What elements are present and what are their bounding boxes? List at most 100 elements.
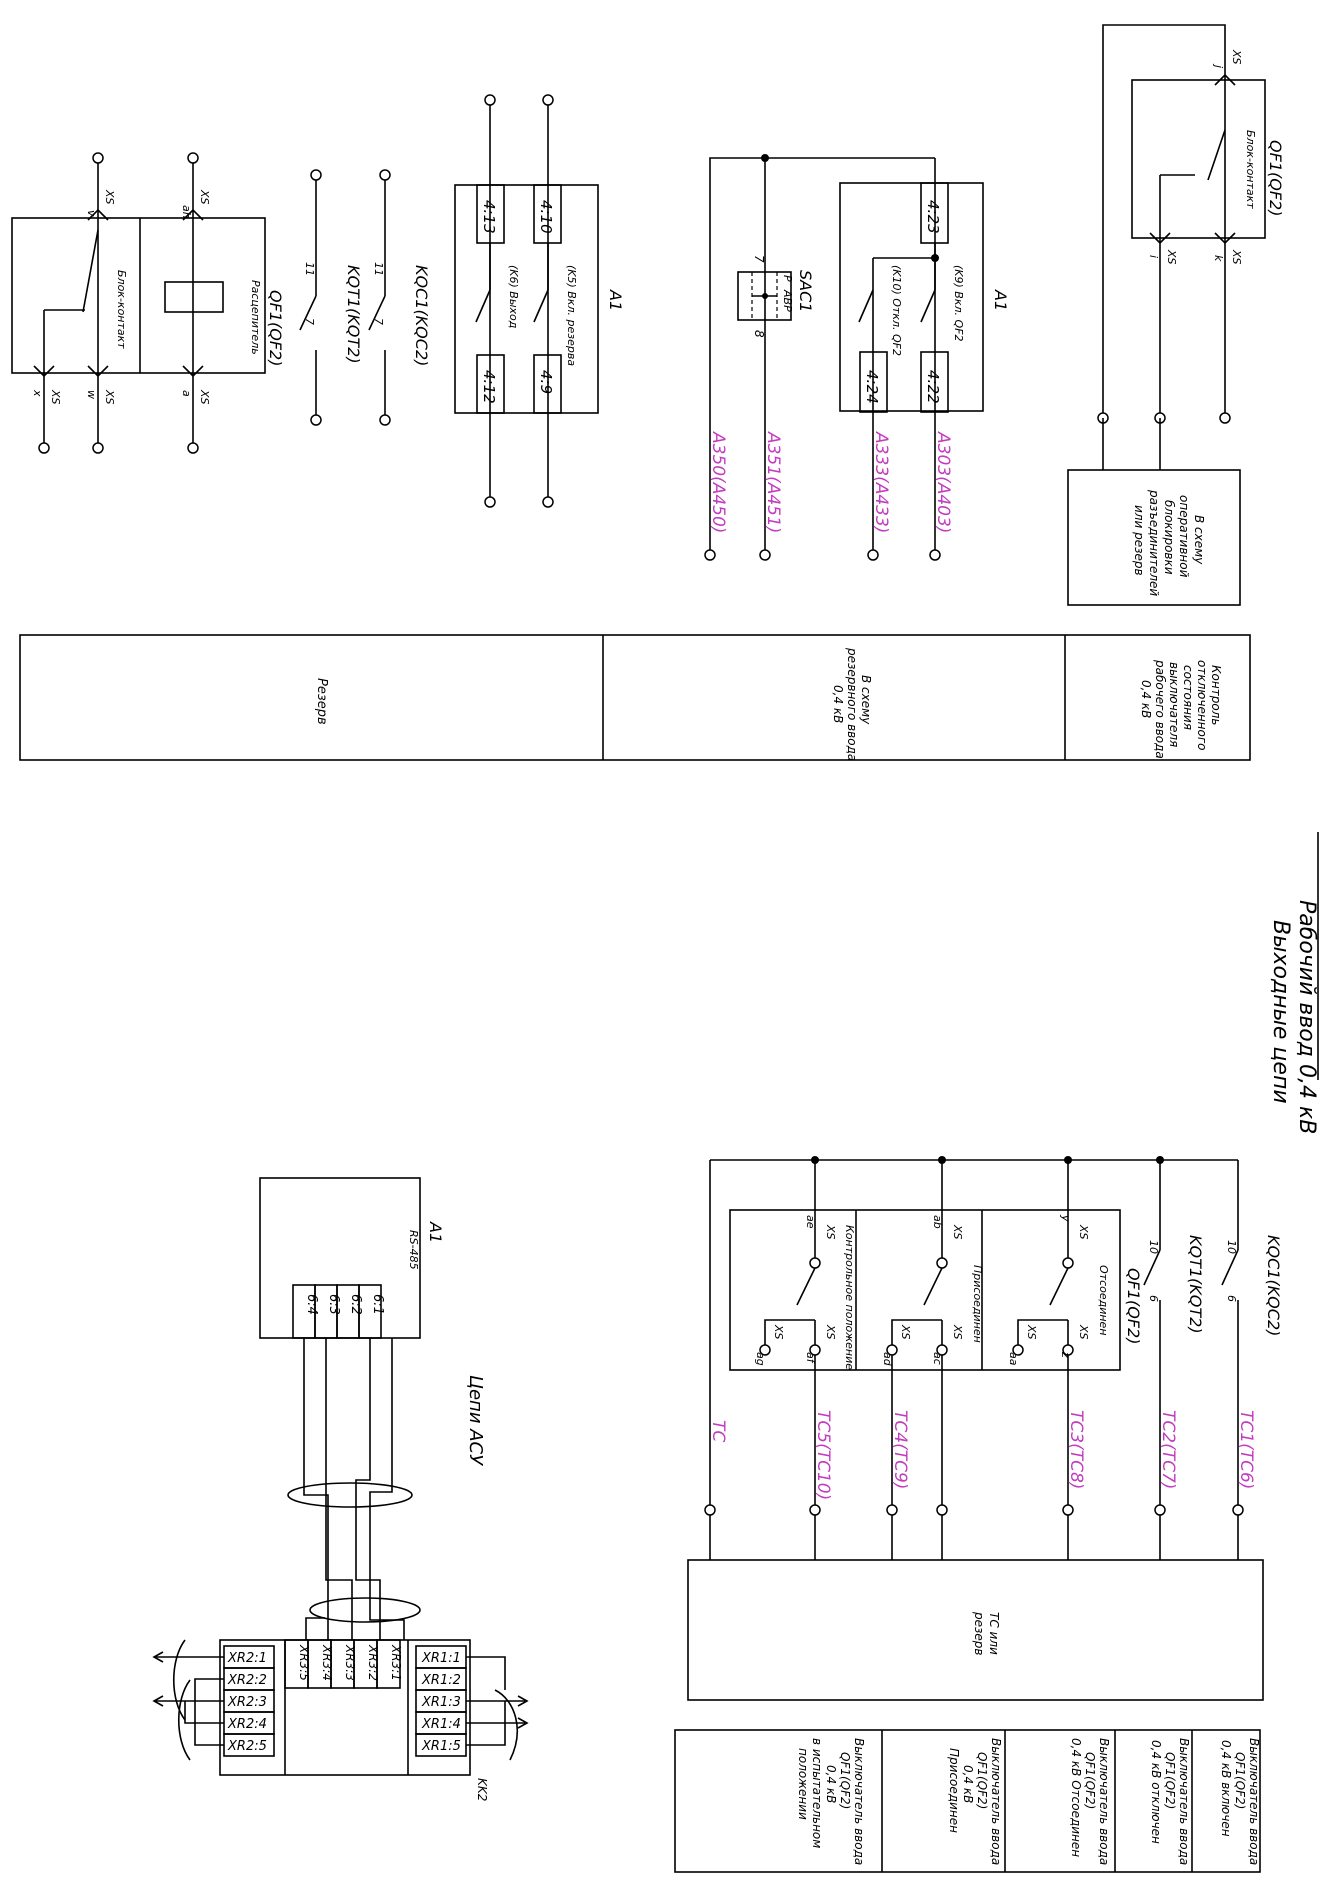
terminal-xr1: XR1:3 bbox=[421, 1695, 461, 1710]
sac1-pin-8: 8 bbox=[752, 330, 766, 338]
qf1-breaker-block: QF1(QF2) Расцепитель Блок-контакт XS v X… bbox=[11, 152, 285, 454]
terminal-xr3: XR3:4 bbox=[320, 1644, 334, 1681]
kqt-lower-pin-6: 6 bbox=[1147, 1295, 1160, 1302]
pin-i: i bbox=[1147, 255, 1160, 258]
terminal-xr2: XR2:3 bbox=[227, 1695, 267, 1710]
table-cell-text: выключателя bbox=[1167, 662, 1181, 747]
pin-xs: XS bbox=[951, 1324, 964, 1340]
note-line: блокировки bbox=[1162, 500, 1176, 575]
table-cell-text: Выключатель ввода bbox=[1097, 1738, 1111, 1865]
asu-circuit: Цепи АСУ A1 RS-485 6:1 6:2 6:3 6:4 XR3:1… bbox=[152, 1177, 529, 1801]
sheet-subtitle: Выходные цепи bbox=[1268, 920, 1293, 1104]
terminal-xr3: XR3:3 bbox=[343, 1644, 357, 1681]
purpose-table-top: Контроль отключенного состояния выключат… bbox=[19, 634, 1251, 761]
table-cell-text: 0,4 кВ bbox=[824, 1765, 838, 1803]
pin-y: y bbox=[1059, 1214, 1072, 1222]
table-cell-text: 0,4 кВ bbox=[831, 685, 845, 723]
terminal-xr3: XR3:1 bbox=[389, 1644, 403, 1681]
qf1-right-label: QF1(QF2) bbox=[1266, 140, 1285, 216]
a1-controller-left: 4:13 4:12 4:10 4:9 (K6) Выход (K5) Вкл. … bbox=[454, 94, 625, 508]
sac1-switch: SAC1 P АВР 7 8 bbox=[704, 154, 936, 561]
table-cell-text: в испытательном bbox=[810, 1738, 824, 1848]
table-cell-text: Выключатель ввода bbox=[1177, 1738, 1191, 1865]
table-cell-text: положении bbox=[796, 1748, 810, 1820]
table-cell-text: Контроль bbox=[1209, 665, 1223, 725]
wire-a350: A350(A450) bbox=[708, 431, 728, 533]
wire-tc1: TC1(TC6) bbox=[1236, 1410, 1256, 1489]
table-cell-text: 0,4 кВ Отсоединен bbox=[1069, 1738, 1083, 1857]
terminal-xr3: XR3:5 bbox=[297, 1644, 311, 1681]
wire-a303: A303(A403) bbox=[933, 431, 953, 533]
cell-test-position-label: Контрольное положение bbox=[843, 1225, 856, 1370]
tc-circuit: KQC1(KQC2) 10 6 KQT1(KQT2) 10 6 bbox=[687, 1156, 1283, 1701]
a1-pin-4-12: 4:12 bbox=[480, 370, 498, 404]
note-line: или резерв bbox=[1132, 505, 1146, 576]
pin-xs: XS bbox=[198, 389, 211, 405]
sac1-body bbox=[737, 271, 792, 321]
kqc-label: KQC1(KQC2) bbox=[412, 265, 431, 366]
asu-pin: 6:4 bbox=[304, 1294, 319, 1315]
terminal-kk2-label: KK2 bbox=[475, 1778, 489, 1801]
a1-left-label: A1 bbox=[606, 289, 625, 311]
asu-rs485-label: RS-485 bbox=[407, 1230, 420, 1270]
a1-k10-label: (K10) Откл. QF2 bbox=[890, 265, 903, 356]
kqc-contact: KQC1(KQC2) 11 7 bbox=[368, 169, 431, 426]
table-cell-text: 0,4 кВ отключен bbox=[1149, 1740, 1163, 1844]
asu-pin: 6:1 bbox=[370, 1294, 385, 1315]
pin-xs: XS bbox=[824, 1324, 837, 1340]
pin-v: v bbox=[85, 210, 98, 217]
note-line: оперативной bbox=[1177, 495, 1191, 578]
a1-k6-label: (K6) Выход bbox=[507, 265, 520, 328]
table-cell-text: Выключатель ввода bbox=[852, 1738, 866, 1865]
purpose-table-bottom: Выключатель ввода QF1(QF2) 0,4 кВ включе… bbox=[674, 1729, 1261, 1873]
table-cell-text: 0,4 кВ bbox=[1139, 680, 1153, 718]
cell-connected-label: Присоединен bbox=[971, 1265, 984, 1343]
pin-af: af bbox=[804, 1352, 817, 1365]
pin-j: j bbox=[1212, 63, 1225, 69]
kqc-lower-pin-10: 10 bbox=[1225, 1240, 1238, 1254]
a1-k9-label: (K9) Вкл. QF2 bbox=[952, 265, 965, 342]
a1-controller-right: 4:23 4:22 4:24 (K9) Вкл. QF2 (K10) Откл.… bbox=[839, 182, 1010, 561]
note-line: разъединителей bbox=[1147, 489, 1161, 596]
table-cell-text: Резерв bbox=[314, 678, 329, 725]
terminal-xr1: XR1:5 bbox=[421, 1739, 461, 1754]
qf1-coil bbox=[164, 281, 224, 313]
tc-box-line: ТС или bbox=[987, 1612, 1001, 1655]
wire-a333: A333(A433) bbox=[871, 431, 891, 533]
pin-ab: ab bbox=[931, 1215, 944, 1229]
qf1-label: QF1(QF2) bbox=[266, 290, 285, 366]
qf1-right-aux-label: Блок-контакт bbox=[1244, 130, 1257, 209]
sac1-pin-7: 7 bbox=[752, 255, 766, 263]
kqc-pin-11: 11 bbox=[372, 262, 385, 276]
pin-xs: XS bbox=[1077, 1224, 1090, 1240]
pin-xs: XS bbox=[49, 389, 62, 405]
a1-pin-4-24: 4:24 bbox=[863, 370, 881, 404]
asu-title: Цепи АСУ bbox=[465, 1375, 486, 1466]
kqc-lower-pin-6: 6 bbox=[1225, 1295, 1238, 1302]
pin-ah: ah bbox=[180, 205, 193, 219]
table-cell-text: 0,4 кВ включен bbox=[1219, 1740, 1233, 1837]
asu-a1-label: A1 bbox=[426, 1221, 445, 1243]
kqt-contact: KQT1(KQT2) 11 7 bbox=[299, 169, 363, 426]
sac1-label: SAC1 bbox=[796, 270, 815, 312]
table-cell-text: рабочего ввода bbox=[1153, 659, 1167, 759]
qf1-frame bbox=[11, 217, 266, 374]
a1-pin-4-13: 4:13 bbox=[480, 200, 498, 234]
a1-pin-4-9: 4:9 bbox=[537, 370, 555, 394]
kqt-lower-pin-10: 10 bbox=[1147, 1240, 1160, 1254]
qf1-aux-label: Блок-контакт bbox=[115, 270, 128, 349]
terminal-xr2: XR2:1 bbox=[227, 1651, 267, 1666]
table-cell-text: QF1(QF2) bbox=[1083, 1752, 1097, 1809]
pin-ae: ae bbox=[804, 1215, 817, 1229]
wire-tc3: TC3(TC8) bbox=[1066, 1410, 1086, 1489]
table-cell-text: 0,4 кВ bbox=[961, 1765, 975, 1803]
pin-z: z bbox=[1059, 1351, 1072, 1358]
asu-pin: 6:2 bbox=[348, 1294, 363, 1315]
terminal-xr2: XR2:2 bbox=[227, 1673, 267, 1688]
pin-xs: XS bbox=[198, 189, 211, 205]
sheet-title: Рабочий ввод 0,4 кВ bbox=[1294, 900, 1319, 1134]
pin-ad: ad bbox=[881, 1352, 894, 1367]
pin-aa: aa bbox=[1007, 1352, 1020, 1366]
kqt-label: KQT1(KQT2) bbox=[344, 265, 363, 364]
